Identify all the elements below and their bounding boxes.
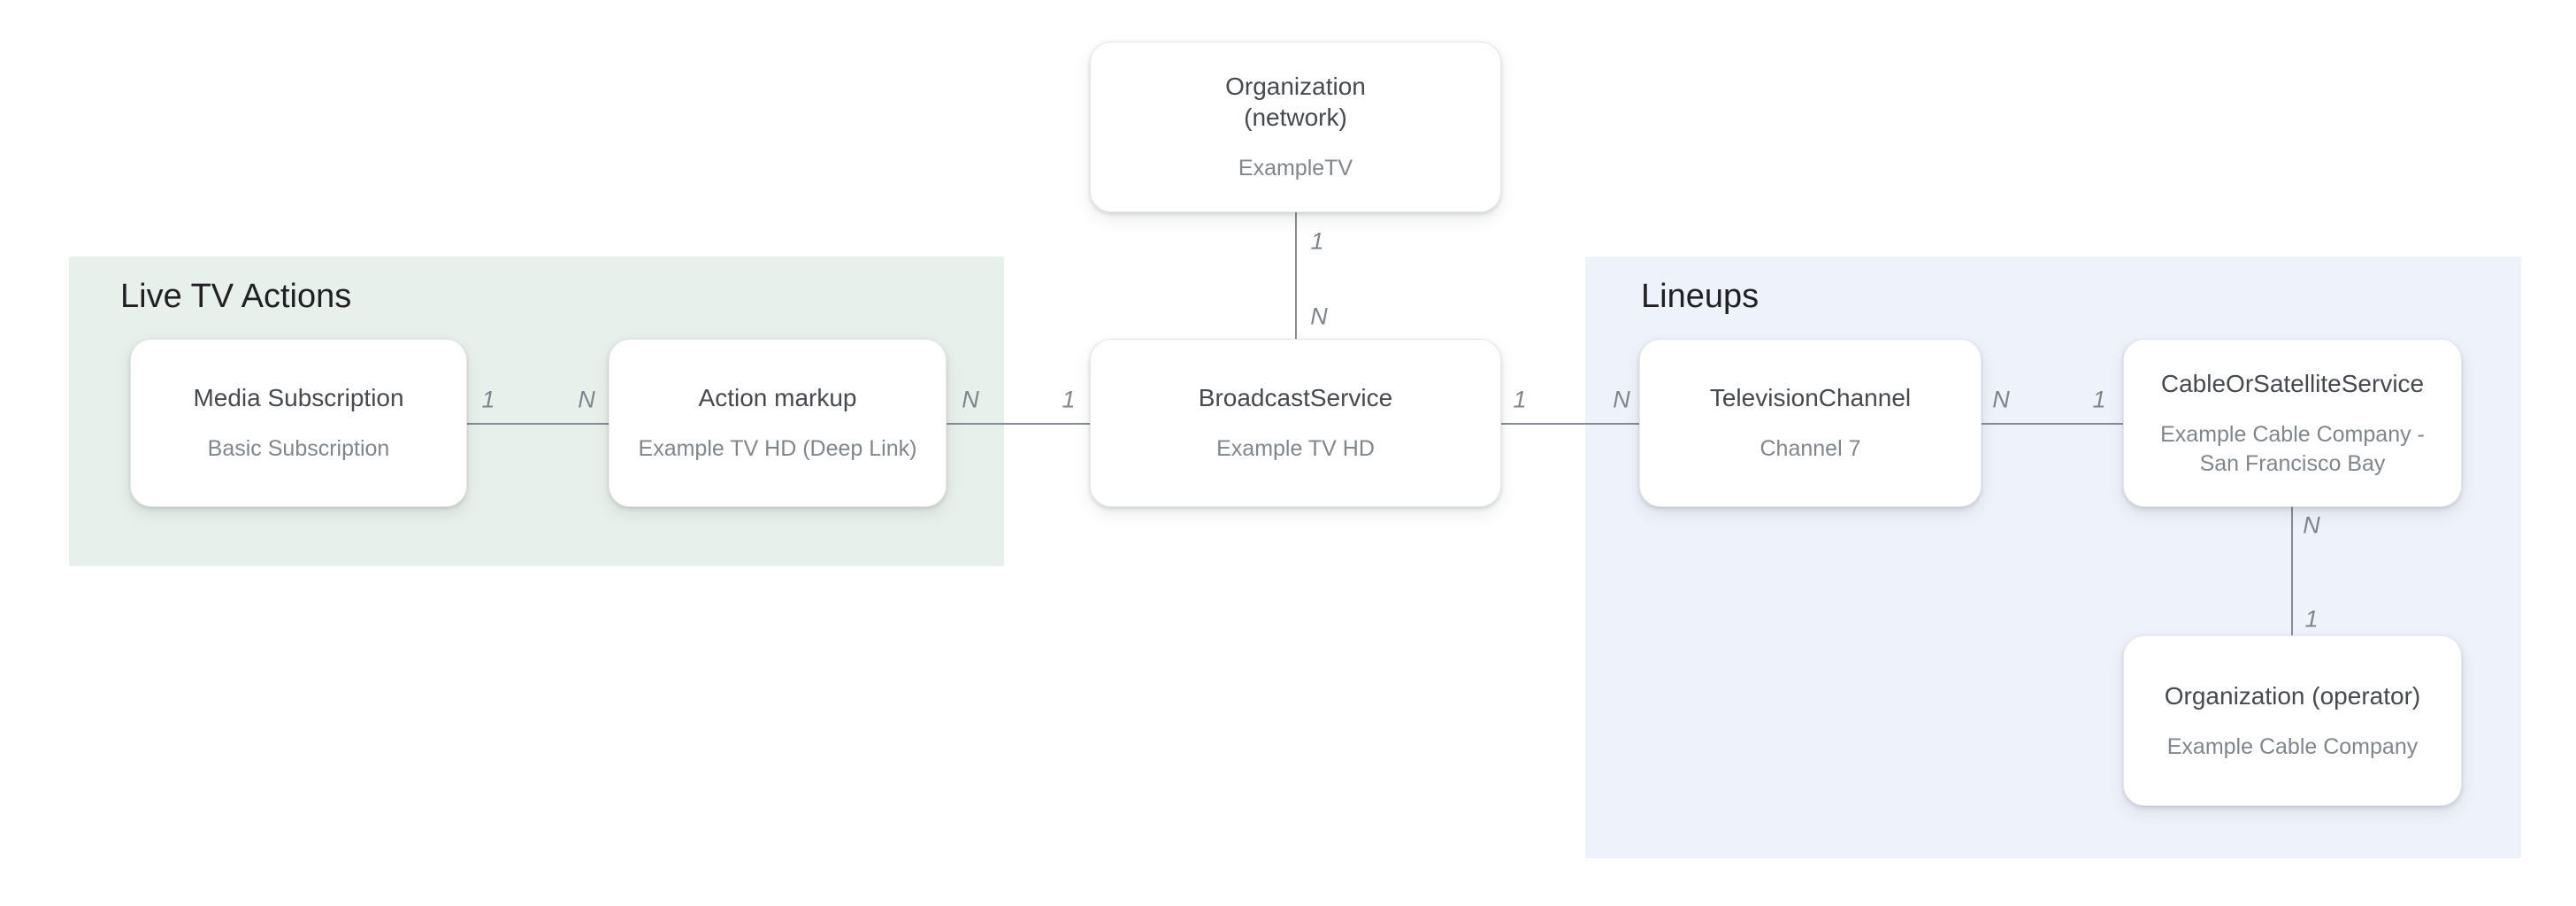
cardinality-label: 1: [2304, 605, 2319, 633]
node-subtitle: Example Cable Company - San Francisco Ba…: [2160, 421, 2425, 476]
region-label-live-tv-actions: Live TV Actions: [120, 278, 352, 315]
cardinality-label: N: [1992, 386, 2010, 413]
node-title: Organization (operator): [2164, 681, 2421, 710]
node-media-subscription: Media Subscription Basic Subscription: [130, 339, 467, 507]
cardinality-label: N: [578, 386, 595, 413]
edge-cable-to-operator: [2291, 507, 2293, 635]
node-subtitle: ExampleTV: [1238, 156, 1353, 180]
node-subtitle: Example TV HD (Deep Link): [638, 436, 917, 461]
node-cable-or-satellite-service: CableOrSatelliteService Example Cable Co…: [2123, 339, 2462, 507]
node-subtitle: Example TV HD: [1216, 436, 1375, 461]
edge-broadcast-to-channel: [1501, 423, 1639, 425]
cardinality-label: 1: [1310, 227, 1324, 255]
node-subtitle: Channel 7: [1760, 436, 1861, 461]
cardinality-label: N: [962, 386, 979, 413]
edge-action-to-broadcast: [947, 423, 1090, 425]
edge-media-to-action: [467, 423, 609, 425]
edge-network-to-broadcast: [1295, 212, 1297, 339]
cardinality-label: 1: [481, 386, 495, 413]
node-television-channel: TelevisionChannel Channel 7: [1639, 339, 1982, 507]
node-subtitle: Example Cable Company: [2166, 733, 2419, 759]
cardinality-label: 1: [2092, 386, 2106, 413]
node-organization-operator: Organization (operator) Example Cable Co…: [2123, 635, 2462, 806]
node-title: Organization (network): [1225, 73, 1366, 131]
cardinality-label: 1: [1513, 386, 1527, 413]
cardinality-label: N: [1310, 303, 1328, 330]
region-label-lineups: Lineups: [1641, 278, 1760, 315]
cardinality-label: N: [1613, 386, 1630, 413]
node-title: TelevisionChannel: [1709, 384, 1912, 411]
node-title: Media Subscription: [193, 384, 404, 411]
node-subtitle: Basic Subscription: [207, 436, 390, 461]
node-broadcast-service: BroadcastService Example TV HD: [1090, 339, 1501, 507]
node-title: Action markup: [698, 384, 857, 411]
node-title: CableOrSatelliteService: [2160, 369, 2425, 397]
cardinality-label: N: [2303, 511, 2320, 539]
node-title: BroadcastService: [1198, 384, 1393, 411]
node-action-markup: Action markup Example TV HD (Deep Link): [609, 339, 947, 507]
edge-channel-to-cable: [1982, 423, 2123, 425]
node-organization-network: Organization (network) ExampleTV: [1090, 42, 1501, 212]
cardinality-label: 1: [1062, 386, 1076, 413]
